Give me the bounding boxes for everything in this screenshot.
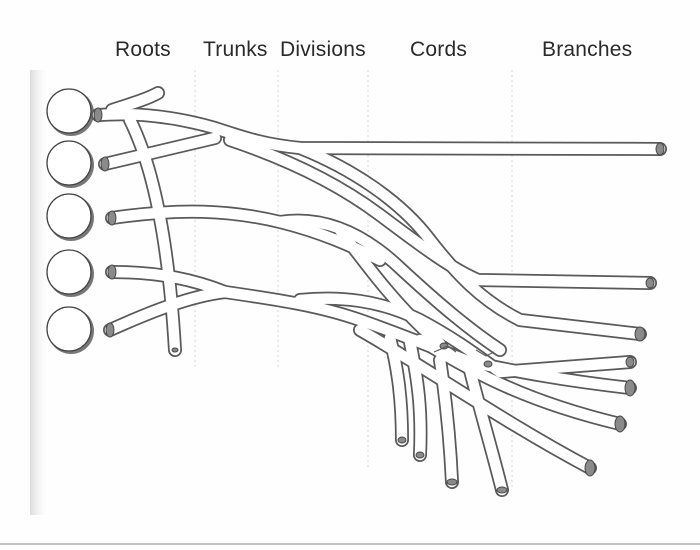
long-thoracic-end xyxy=(171,347,179,353)
branch-end-4 xyxy=(625,356,635,368)
root-circles xyxy=(46,88,94,354)
column-label-branches: Branches xyxy=(542,38,633,61)
column-label-cords: Cords xyxy=(410,38,468,61)
descending-end-2 xyxy=(415,451,425,459)
nerve-cut-ends xyxy=(93,107,665,494)
branch-end-7 xyxy=(584,459,596,477)
nerve-strands xyxy=(91,86,667,497)
descending-end-4 xyxy=(496,486,508,494)
branch-end-5 xyxy=(624,379,636,397)
junction-ticks xyxy=(433,345,495,357)
root-circle-c7 xyxy=(46,193,94,241)
branch-end-2 xyxy=(645,277,655,289)
branch-end-6 xyxy=(614,415,626,433)
left-margin-shadow xyxy=(30,70,50,515)
small-cut-end-2 xyxy=(483,360,493,368)
root-end-c8 xyxy=(107,264,117,280)
root-circle-t1 xyxy=(46,306,94,354)
root-circle-c5 xyxy=(46,88,94,136)
branch-end-3 xyxy=(634,326,646,342)
junction-tick-1 xyxy=(433,345,457,353)
descending-end-1 xyxy=(397,436,407,444)
root-end-c5 xyxy=(93,107,103,123)
branch-end-1 xyxy=(655,142,665,156)
junction-tick-2 xyxy=(475,349,495,357)
root-circle-c6 xyxy=(46,140,94,188)
root-circle-c8 xyxy=(46,249,94,297)
nerve-fill-layer xyxy=(92,87,666,496)
column-label-divisions: Divisions xyxy=(280,38,366,61)
root-end-c7 xyxy=(107,210,117,226)
root-end-t1 xyxy=(105,322,115,338)
column-label-roots: Roots xyxy=(115,38,171,61)
root-end-c6 xyxy=(100,156,110,172)
descending-end-3 xyxy=(446,478,458,486)
column-label-trunks: Trunks xyxy=(203,38,268,61)
